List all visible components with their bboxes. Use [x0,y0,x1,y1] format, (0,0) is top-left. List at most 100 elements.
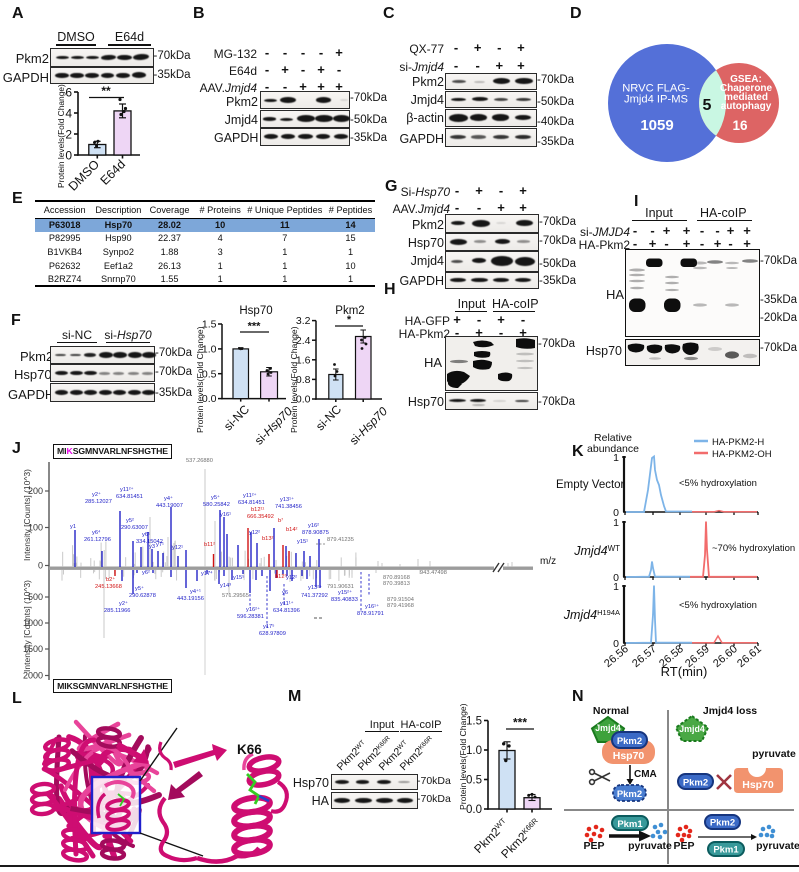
svg-text:1: 1 [613,452,619,464]
svg-text:835.40833: 835.40833 [331,597,358,603]
svg-text:GSEA:: GSEA: [730,74,762,85]
svg-text:634.81451: 634.81451 [238,500,265,506]
svg-text:3.2: 3.2 [296,315,311,327]
svg-text:DMSO: DMSO [66,157,103,194]
svg-text:2.4: 2.4 [296,335,311,347]
svg-text:878.90875: 878.90875 [302,530,329,536]
svg-text:autophagy: autophagy [721,101,772,112]
svg-text:y6²: y6² [142,570,150,576]
svg-text:Protein levels(Fold Change): Protein levels(Fold Change) [195,326,205,433]
svg-text:0: 0 [613,572,619,584]
svg-text:Intensity [Counts] (10^3): Intensity [Counts] (10^3) [22,469,32,561]
svg-text:879.91504: 879.91504 [387,597,414,603]
svg-text:634.81396: 634.81396 [273,608,300,614]
svg-text:pyruvate: pyruvate [752,748,796,760]
svg-text:443.19156: 443.19156 [177,596,204,602]
svg-text:Chaperone: Chaperone [720,83,773,94]
svg-text:Empty Vector: Empty Vector [556,479,625,491]
svg-text:1.5: 1.5 [466,715,482,727]
svg-text:Pkm2: Pkm2 [617,789,642,800]
svg-text:Normal: Normal [593,705,629,717]
svg-text:0.8: 0.8 [296,374,311,386]
svg-text:16: 16 [732,118,748,133]
svg-text:Relative: Relative [594,432,632,444]
svg-text:290.63007: 290.63007 [121,525,148,531]
svg-text:0: 0 [65,149,72,163]
svg-text:y13¹⁺: y13¹⁺ [280,496,294,503]
svg-text:Protein levels(Fold Change): Protein levels(Fold Change) [289,326,299,433]
svg-text:634.81451: 634.81451 [116,494,143,500]
svg-text:Hsp70: Hsp70 [239,305,272,317]
svg-text:CMA: CMA [634,769,657,780]
svg-text:y11¹⁺: y11¹⁺ [280,600,294,607]
svg-text:y12¹: y12¹ [172,545,183,551]
svg-text:y2⁺: y2⁺ [92,491,101,498]
svg-text:RT(min): RT(min) [661,664,708,679]
svg-text:HA-PKM2-H: HA-PKM2-H [712,437,764,448]
svg-text:m/z: m/z [540,556,556,567]
svg-text:666.35492: 666.35492 [247,514,274,520]
svg-text:943.47498: 943.47498 [420,570,447,576]
svg-text:Hsp70: Hsp70 [742,779,774,791]
svg-text:285.11966: 285.11966 [104,608,130,614]
svg-text:580.25842: 580.25842 [203,502,230,508]
svg-text:443.19007: 443.19007 [156,503,183,509]
svg-text:4: 4 [65,107,72,121]
svg-text:1059: 1059 [640,117,673,134]
svg-text:y15²⁺: y15²⁺ [338,589,352,596]
svg-text:b14²: b14² [286,527,297,533]
svg-text:y1: y1 [70,524,76,530]
svg-text:y17⁵: y17⁵ [263,623,275,630]
svg-text:1: 1 [613,581,619,593]
svg-text:y17⁴: y17⁴ [201,570,213,577]
svg-text:2: 2 [65,128,72,142]
svg-text:100: 100 [28,523,43,533]
svg-text:b⁷: b⁷ [278,517,283,524]
svg-text:y7¹: y7¹ [156,542,164,548]
svg-text:870.39813: 870.39813 [383,581,410,587]
svg-text:879.41235: 879.41235 [327,537,354,543]
svg-text:Jmjd4H194A: Jmjd4H194A [563,608,620,623]
svg-text:y16²⁺: y16²⁺ [246,606,260,613]
svg-text:y11²⁺: y11²⁺ [243,492,257,499]
svg-text:b13²: b13² [262,536,273,542]
svg-text:Jmjd4 loss: Jmjd4 loss [703,705,757,717]
svg-text:b12⁵: b12⁵ [275,573,287,580]
svg-text:<5% hydroxylation: <5% hydroxylation [679,478,757,489]
svg-text:Jmjd4 IP-MS: Jmjd4 IP-MS [624,94,688,106]
svg-text:y16²: y16² [308,523,319,529]
svg-text:y5²: y5² [126,518,134,524]
svg-text:y15⁵: y15⁵ [233,574,245,581]
svg-text:791.90631: 791.90631 [327,584,354,590]
svg-text:870.89168: 870.89168 [383,575,410,581]
svg-text:1500: 1500 [23,644,43,654]
svg-text:0.0: 0.0 [296,394,311,406]
svg-text:Pkm2: Pkm2 [683,778,708,789]
svg-text:PEP: PEP [583,840,604,852]
svg-text:Jmjd4WT: Jmjd4WT [573,544,620,559]
svg-text:y12²: y12² [286,575,297,581]
svg-text:0.0: 0.0 [202,393,217,405]
svg-text:y12²: y12² [249,530,260,536]
svg-text:y6¹: y6¹ [142,532,150,538]
svg-text:y2⁺: y2⁺ [119,600,128,607]
svg-text:1.6: 1.6 [296,354,311,366]
svg-text:HA-PKM2-OH: HA-PKM2-OH [712,449,772,460]
svg-text:879.41968: 879.41968 [387,603,414,609]
svg-text:1.0: 1.0 [466,745,482,757]
svg-text:0: 0 [613,638,619,650]
svg-text:y4⁺¹: y4⁺¹ [190,588,201,595]
svg-text:290.62878: 290.62878 [129,593,156,599]
svg-text:500: 500 [28,592,43,602]
svg-text:y3: y3 [149,544,155,550]
svg-text:1.5: 1.5 [202,319,217,331]
svg-text:y5⁺: y5⁺ [135,585,144,592]
svg-text:26.57: 26.57 [630,643,659,670]
svg-text:abundance: abundance [587,443,639,455]
svg-text:y13²⁺: y13²⁺ [308,584,322,591]
svg-text:pyruvate: pyruvate [628,840,672,852]
svg-text:y4⁺: y4⁺ [164,495,173,502]
svg-text:0.5: 0.5 [202,368,217,380]
svg-text:245.13668: 245.13668 [95,584,122,590]
svg-text:~70% hydroxylation: ~70% hydroxylation [712,543,795,554]
